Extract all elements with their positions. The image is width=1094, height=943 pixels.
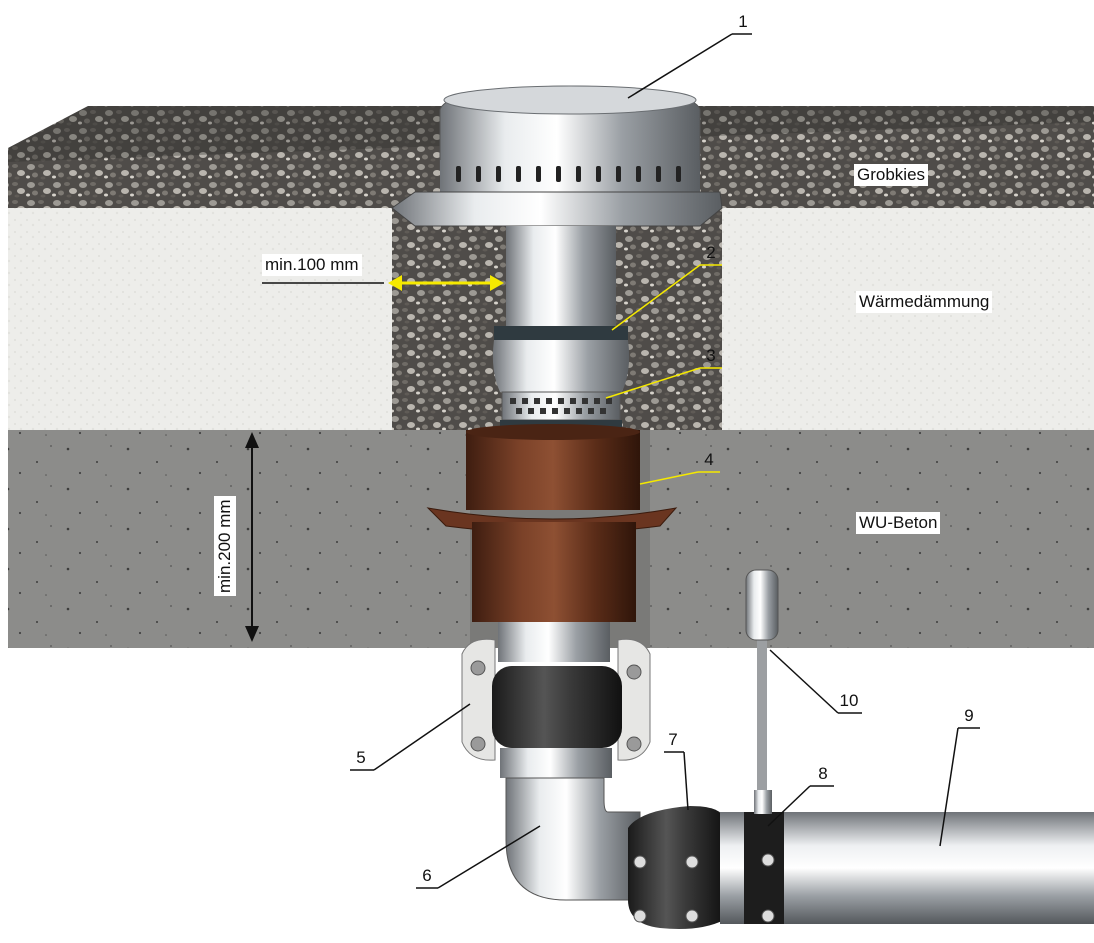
callout-3: 3 xyxy=(706,346,716,365)
callout-6: 6 xyxy=(422,866,432,885)
drain-body xyxy=(506,226,616,330)
perforated-ring xyxy=(501,391,621,421)
sleeve-upper xyxy=(466,430,640,510)
layer-label-insulation: Wärmedämmung xyxy=(856,291,993,313)
rubber-coupling-horizontal xyxy=(628,806,724,929)
sleeve-lower xyxy=(472,522,636,622)
dimension-arrow-vertical xyxy=(245,432,259,642)
pipe-bracket xyxy=(461,638,496,761)
callout-1: 1 xyxy=(738,12,748,31)
callout-8: 8 xyxy=(818,764,828,783)
dimension-label-depth: min.200 mm xyxy=(214,496,236,596)
callout-7: 7 xyxy=(668,730,678,749)
callout-5: 5 xyxy=(356,748,366,767)
dimension-label-clearance: min.100 mm xyxy=(262,254,362,276)
rubber-coupling-vertical xyxy=(492,666,622,748)
callout-10: 10 xyxy=(839,691,859,710)
leader-lines xyxy=(350,33,980,889)
dimension-arrow-horizontal xyxy=(388,275,504,291)
pipe-elbow xyxy=(505,777,641,901)
drain-bulge xyxy=(492,340,630,392)
pipe-clamp xyxy=(744,812,784,924)
callout-9: 9 xyxy=(964,706,974,725)
hanger-rod xyxy=(757,620,767,812)
layer-label-concrete: WU-Beton xyxy=(856,512,941,534)
hanger-anchor xyxy=(745,569,779,641)
layer-label-gravel: Grobkies xyxy=(854,164,929,186)
callout-4: 4 xyxy=(704,450,714,469)
callout-2: 2 xyxy=(706,243,716,262)
drain-flange xyxy=(391,191,723,227)
